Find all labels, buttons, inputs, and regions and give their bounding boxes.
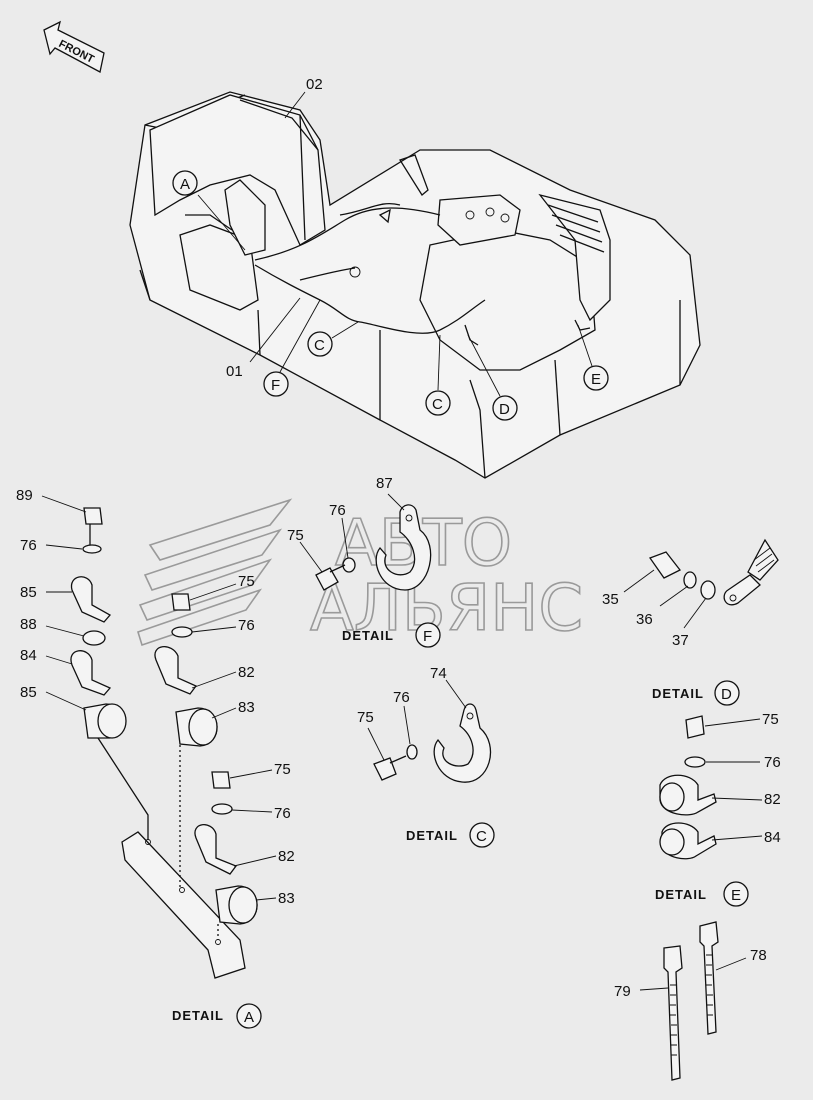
ref-a-label: A xyxy=(180,176,190,193)
cable-ties: 78 79 xyxy=(614,921,767,1081)
cable-tie-78 xyxy=(699,921,719,1035)
callout-78: 78 xyxy=(750,947,767,964)
callout-89: 89 xyxy=(16,487,33,504)
ref-f-label: F xyxy=(271,377,280,394)
callout-76-d: 76 xyxy=(329,502,346,519)
detail-f-circle xyxy=(415,622,441,648)
callout-79: 79 xyxy=(614,983,631,1000)
detail-e-circle xyxy=(723,881,749,907)
callout-76-e: 76 xyxy=(393,689,410,706)
callout-74: 74 xyxy=(430,665,447,682)
detail-c-circle xyxy=(469,822,495,848)
detail-a-label: DETAIL xyxy=(172,1008,224,1023)
front-arrow-icon: FRONT xyxy=(43,20,105,73)
ref-d-label: D xyxy=(499,401,510,418)
callout-82-c: 82 xyxy=(764,791,781,808)
detail-e-ref: E xyxy=(731,887,741,904)
callout-76-a: 76 xyxy=(20,537,37,554)
watermark-line2: АЛЬЯНС xyxy=(310,572,583,646)
callout-82-b: 82 xyxy=(278,848,295,865)
callout-37: 37 xyxy=(672,632,689,649)
callout-75-a: 75 xyxy=(238,573,255,590)
callout-76-c: 76 xyxy=(274,805,291,822)
callout-02: 02 xyxy=(306,76,323,93)
watermark-logo-icon xyxy=(137,498,293,647)
callout-87: 87 xyxy=(376,475,393,492)
callout-85-a: 85 xyxy=(20,584,37,601)
detail-a-circle xyxy=(236,1003,262,1029)
detail-c-label: DETAIL xyxy=(406,828,458,843)
machine-assembly xyxy=(129,91,701,479)
callout-76-f: 76 xyxy=(764,754,781,771)
callout-83-b: 83 xyxy=(278,890,295,907)
detail-d-ref: D xyxy=(721,686,732,703)
detail-f-ref: F xyxy=(423,628,432,645)
detail-c-ref: C xyxy=(476,828,487,845)
ref-circle-f xyxy=(263,371,289,397)
callout-75-b: 75 xyxy=(274,761,291,778)
main-view-refs: A F C C D E 02 01 xyxy=(172,76,609,421)
detail-a-ref: A xyxy=(244,1009,254,1026)
callout-75-d: 75 xyxy=(357,709,374,726)
callout-35: 35 xyxy=(602,591,619,608)
callout-01: 01 xyxy=(226,363,243,380)
callout-88: 88 xyxy=(20,616,37,633)
detail-e: 75 76 82 84 DETAIL E xyxy=(655,711,781,907)
detail-d-circle xyxy=(714,680,740,706)
callout-84-b: 84 xyxy=(764,829,781,846)
ref-circle-c2 xyxy=(425,390,451,416)
callout-85-b: 85 xyxy=(20,684,37,701)
ref-circle-c1 xyxy=(307,331,333,357)
cable-tie-79 xyxy=(663,945,683,1081)
callout-76-b: 76 xyxy=(238,617,255,634)
ref-circle-e xyxy=(583,365,609,391)
detail-a: 89 76 85 88 84 85 75 76 82 83 75 76 82 8… xyxy=(16,487,295,1029)
detail-f: 87 76 75 DETAIL F xyxy=(287,475,441,648)
callout-82-a: 82 xyxy=(238,664,255,681)
ref-e-label: E xyxy=(591,371,601,388)
callout-75-e: 75 xyxy=(762,711,779,728)
detail-f-label: DETAIL xyxy=(342,628,394,643)
detail-e-label: DETAIL xyxy=(655,887,707,902)
ref-circle-d xyxy=(492,395,518,421)
ref-c2-label: C xyxy=(432,396,443,413)
watermark: АВТО АЛЬЯНС xyxy=(137,498,584,647)
ref-c1-label: C xyxy=(314,337,325,354)
detail-d-parts: 35 36 37 DETAIL D xyxy=(602,538,779,706)
ref-circle-a xyxy=(172,170,198,196)
detail-c: 74 76 75 DETAIL C xyxy=(357,665,495,848)
callout-75-c: 75 xyxy=(287,527,304,544)
callout-84-a: 84 xyxy=(20,647,37,664)
detail-d-label: DETAIL xyxy=(652,686,704,701)
callout-36: 36 xyxy=(636,611,653,628)
callout-83-a: 83 xyxy=(238,699,255,716)
